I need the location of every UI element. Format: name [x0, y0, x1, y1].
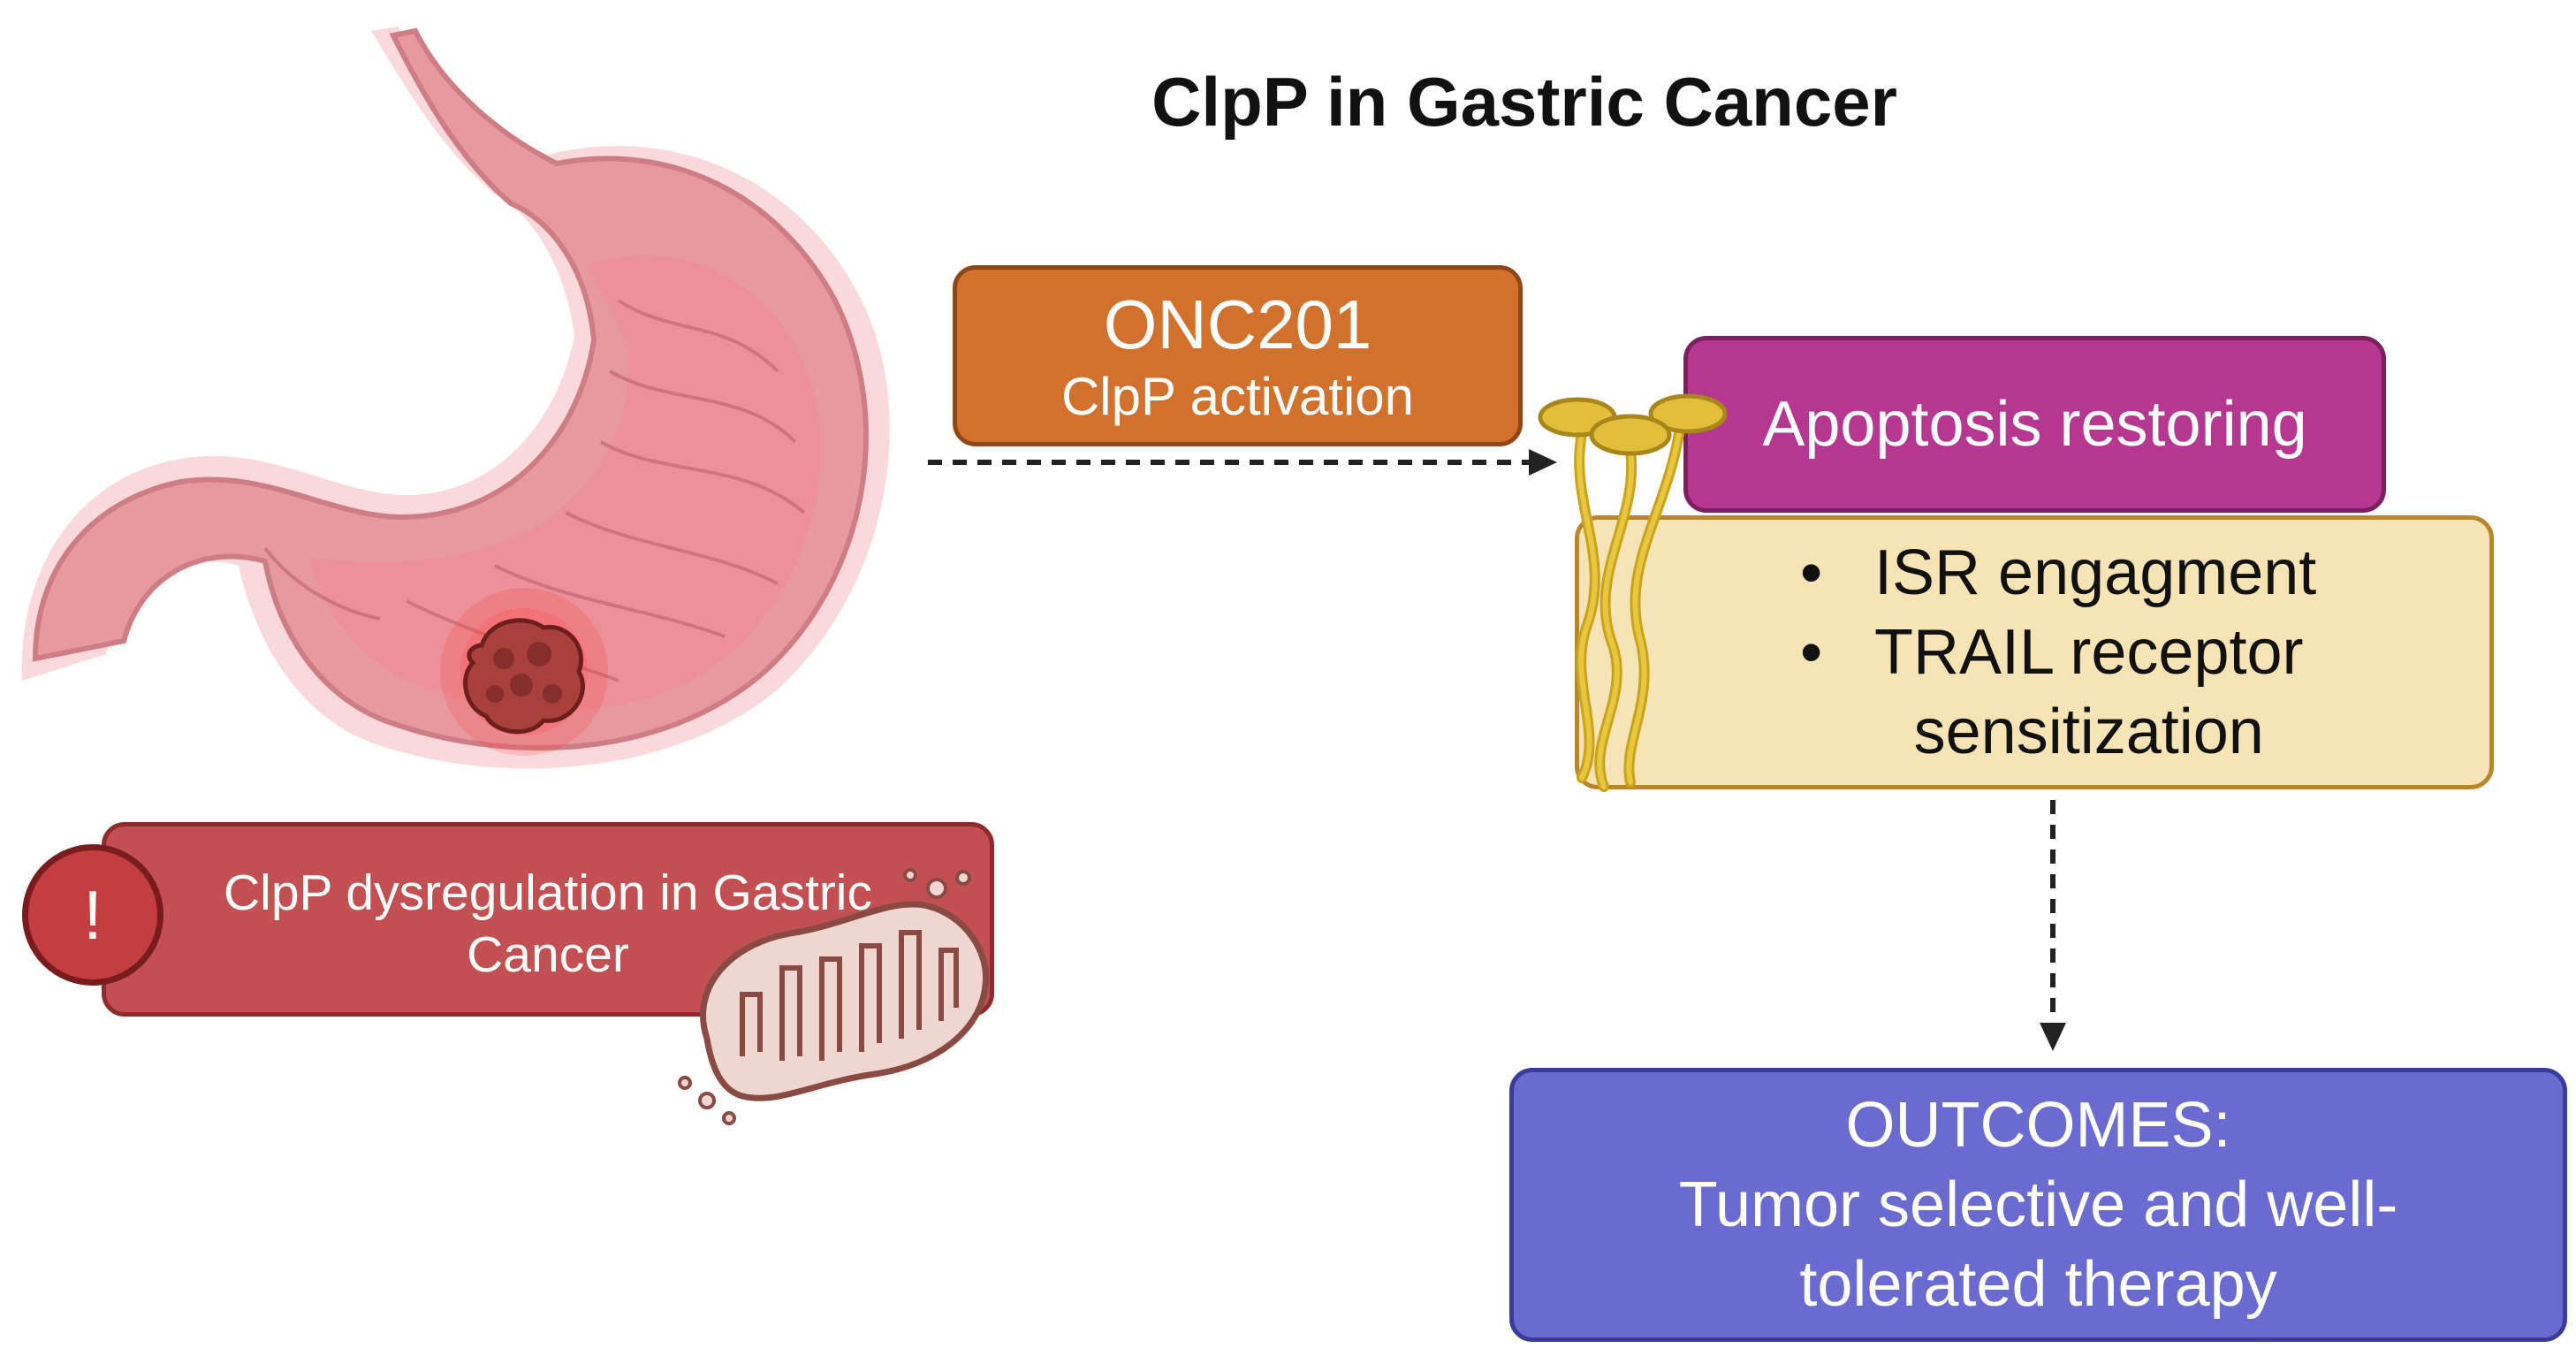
mechanism-item-isr: • ISR engagment	[1800, 533, 2316, 613]
mechanism-item-trail: • TRAIL receptor sensitization	[1800, 613, 2304, 772]
damaged-mitochondrion-icon	[678, 868, 990, 1125]
outcomes-box: OUTCOMES: Tumor selective and well- tole…	[1509, 1068, 2567, 1342]
mechanisms-box: • ISR engagment • TRAIL receptor sensiti…	[1575, 515, 2494, 789]
outcomes-heading: OUTCOMES:	[1845, 1090, 2231, 1161]
outcomes-line-2: tolerated therapy	[1799, 1249, 2277, 1320]
trail-receptor-icon	[1538, 393, 1728, 792]
tumor-icon	[463, 618, 585, 735]
mechanism-item-text: TRAIL receptor	[1874, 617, 2304, 688]
onc201-subtitle: ClpP activation	[1060, 366, 1415, 426]
onc201-title: ONC201	[1103, 285, 1372, 363]
outcomes-line-1: Tumor selective and well-	[1678, 1169, 2398, 1240]
mechanism-item-text-continued: sensitization	[1913, 697, 2264, 767]
bullet-marker: •	[1800, 617, 1823, 688]
dotted-arrow-horizontal	[928, 449, 1557, 476]
dotted-arrow-vertical	[2040, 800, 2066, 1051]
bullet-marker: •	[1800, 537, 1823, 608]
mechanism-item-text: ISR engagment	[1874, 537, 2317, 608]
apoptosis-box: Apoptosis restoring	[1683, 336, 2386, 513]
onc201-box: ONC201 ClpP activation	[953, 265, 1523, 446]
dysregulation-line-1: ClpP dysregulation in Gastric	[224, 865, 872, 921]
apoptosis-label: Apoptosis restoring	[1762, 389, 2307, 460]
dysregulation-line-2: Cancer	[467, 926, 629, 983]
warning-icon: !	[22, 844, 163, 986]
page-title: ClpP in Gastric Cancer	[1151, 63, 1897, 141]
